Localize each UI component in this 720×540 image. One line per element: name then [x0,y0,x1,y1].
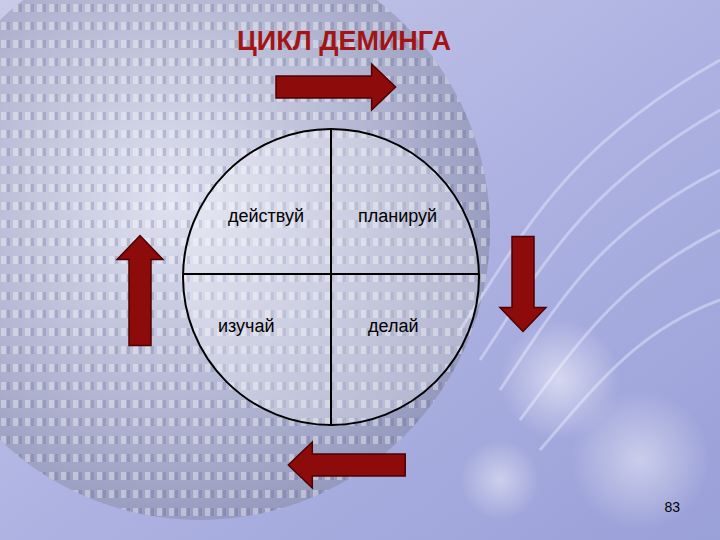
cycle-arrow [288,442,405,488]
cycle-quadrant: планируй [352,202,443,231]
cycle-quadrant: действуй [222,202,310,231]
cycle-quadrant: делай [362,312,424,341]
cycle-arrow [500,237,546,332]
quadrant-label: делай [368,316,418,337]
quadrant-label: планируй [358,206,437,227]
cycle-arrow [276,64,396,110]
cycle-arrow [117,236,163,346]
quadrant-label: действуй [228,206,304,227]
page-number: 83 [664,499,680,515]
quadrant-label: изучай [218,316,275,337]
cycle-quadrant: изучай [212,312,281,341]
slide-title: ЦИКЛ ДЕМИНГА [0,26,688,57]
